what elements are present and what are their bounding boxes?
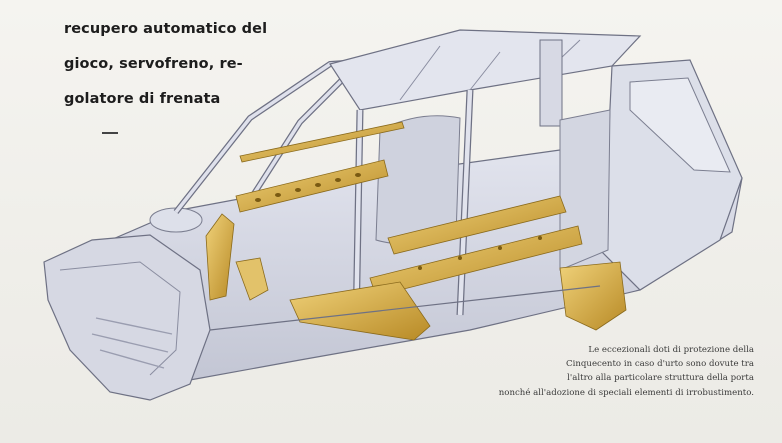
caption-line: Cinquecento in caso d'urto sono dovute t… <box>566 359 754 370</box>
heading-line: recupero automatico del <box>64 21 268 37</box>
heading-line: gioco, servofreno, re- <box>64 56 243 72</box>
reinforcement-upper-rail <box>235 121 405 213</box>
heading-dash <box>102 132 118 134</box>
caption-line: l'altro alla particolare struttura della… <box>567 373 754 384</box>
front-end <box>43 207 211 401</box>
heading-line: golatore di frenata <box>64 91 221 107</box>
heading-text: recupero automatico del gioco, servofren… <box>64 12 324 117</box>
figure-caption: Le eccezionali doti di protezione della … <box>434 343 754 400</box>
caption-line: nonché all'adozione di speciali elementi… <box>498 387 754 398</box>
roof-frame <box>329 29 642 127</box>
caption-line: Le eccezionali doti di protezione della <box>588 345 754 355</box>
sill-line <box>209 285 601 331</box>
reinforcement-front-sill <box>205 213 627 341</box>
rear-quarter <box>559 59 743 291</box>
